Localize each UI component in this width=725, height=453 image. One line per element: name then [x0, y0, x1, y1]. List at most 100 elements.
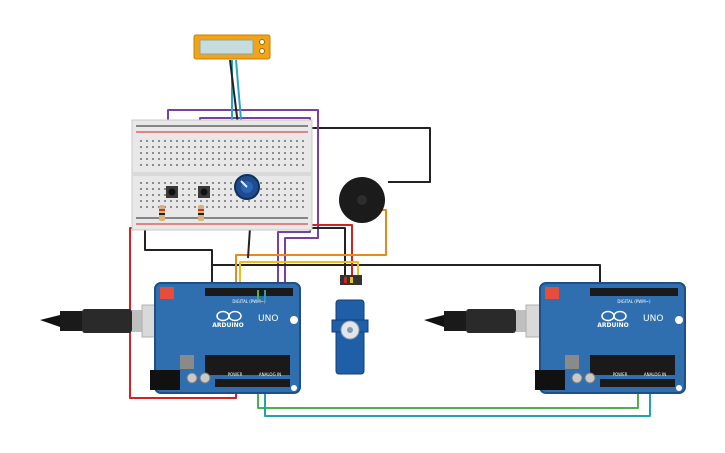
breadboard-hole	[182, 182, 184, 184]
breadboard-hole	[290, 146, 292, 148]
breadboard-hole	[260, 140, 262, 142]
breadboard-hole	[212, 158, 214, 160]
breadboard-hole	[236, 152, 238, 154]
breadboard-hole	[206, 200, 208, 202]
breadboard-hole	[158, 152, 160, 154]
breadboard-hole	[260, 188, 262, 190]
breadboard-hole	[206, 152, 208, 154]
power-label-left: POWER	[228, 372, 243, 377]
breadboard-hole	[206, 146, 208, 148]
breadboard-hole	[188, 140, 190, 142]
breadboard-hole	[278, 206, 280, 208]
digital-label-right: DIGITAL (PWM~)	[617, 299, 651, 304]
breadboard-hole	[218, 140, 220, 142]
breadboard-hole	[290, 152, 292, 154]
breadboard-hole	[170, 152, 172, 154]
lcd-display[interactable]	[193, 34, 271, 60]
breadboard-hole	[218, 206, 220, 208]
breadboard-hole	[152, 206, 154, 208]
breadboard-hole	[218, 182, 220, 184]
breadboard-hole	[296, 152, 298, 154]
breadboard-hole	[152, 164, 154, 166]
breadboard-hole	[200, 200, 202, 202]
breadboard-hole	[224, 146, 226, 148]
wire-yellow-servo[interactable]	[239, 261, 359, 285]
usb-cable-left	[40, 304, 173, 338]
breadboard-hole	[164, 146, 166, 148]
arduino-uno-left[interactable]: DIGITAL (PWM~) ARDUINO UNO POWER ANALOG …	[150, 282, 301, 394]
microcontroller-chip-right	[590, 355, 675, 375]
micro-servo[interactable]	[331, 275, 369, 375]
breadboard-hole	[188, 188, 190, 190]
breadboard-hole	[260, 158, 262, 160]
potentiometer[interactable]	[234, 174, 260, 200]
piezo-buzzer[interactable]	[339, 177, 385, 223]
breadboard-hole	[254, 164, 256, 166]
digital-header-left	[205, 288, 293, 296]
breadboard-hole	[182, 164, 184, 166]
breadboard-hole	[296, 146, 298, 148]
breadboard-hole	[266, 194, 268, 196]
breadboard-hole	[158, 194, 160, 196]
wire-black-right[interactable]	[212, 264, 601, 285]
breadboard-hole	[152, 140, 154, 142]
wire-black-lcd[interactable]	[229, 59, 239, 126]
breadboard-hole	[212, 200, 214, 202]
breadboard-hole	[236, 200, 238, 202]
breadboard-hole	[284, 158, 286, 160]
breadboard-hole	[254, 200, 256, 202]
model-label-right: UNO	[643, 314, 663, 324]
push-buttons[interactable]	[166, 186, 210, 198]
breadboard-hole	[224, 194, 226, 196]
breadboard-hole	[176, 146, 178, 148]
breadboard-hole	[284, 152, 286, 154]
power-analog-header-left	[215, 379, 290, 387]
breadboard-hole	[302, 158, 304, 160]
breadboard-hole	[146, 188, 148, 190]
breadboard-hole	[206, 140, 208, 142]
breadboard-hole	[260, 182, 262, 184]
wire-black-buzzer[interactable]	[300, 127, 431, 183]
breadboard-hole	[176, 152, 178, 154]
breadboard-hole	[152, 182, 154, 184]
breadboard-hole	[164, 140, 166, 142]
breadboard-hole	[140, 194, 142, 196]
breadboard-hole	[296, 182, 298, 184]
breadboard-hole	[278, 152, 280, 154]
digital-header-right	[590, 288, 678, 296]
breadboard-hole	[290, 182, 292, 184]
breadboard-hole	[146, 140, 148, 142]
breadboard-hole	[260, 152, 262, 154]
breadboard-hole	[170, 146, 172, 148]
reset-button-left[interactable]	[160, 287, 174, 299]
brand-label-right: ARDUINO	[597, 322, 628, 329]
breadboard-hole	[218, 146, 220, 148]
resistors	[159, 205, 204, 221]
reset-button-right[interactable]	[545, 287, 559, 299]
breadboard-hole	[176, 140, 178, 142]
breadboard-hole	[194, 206, 196, 208]
breadboard-hole	[302, 194, 304, 196]
breadboard-hole	[230, 182, 232, 184]
breadboard-hole	[266, 158, 268, 160]
analog-label-left: ANALOG IN	[259, 372, 281, 377]
wire-black-servo[interactable]	[300, 227, 346, 275]
breadboard-hole	[242, 200, 244, 202]
power-label-right: POWER	[613, 372, 628, 377]
breadboard-hole	[296, 188, 298, 190]
breadboard-hole	[266, 188, 268, 190]
arduino-uno-right[interactable]: DIGITAL (PWM~) ARDUINO UNO POWER ANALOG …	[535, 282, 686, 394]
breadboard-hole	[206, 164, 208, 166]
breadboard-hole	[254, 146, 256, 148]
wire-black-gnd[interactable]	[144, 222, 213, 285]
breadboard-hole	[152, 194, 154, 196]
breadboard-hole	[158, 158, 160, 160]
arduino-logo-left	[216, 310, 242, 322]
breadboard-hole	[146, 194, 148, 196]
breadboard-hole	[152, 200, 154, 202]
wire-red-servo[interactable]	[305, 224, 353, 275]
breadboard-hole	[272, 146, 274, 148]
breadboard-holes	[140, 140, 304, 208]
breadboard-hole	[158, 200, 160, 202]
breadboard-hole	[260, 200, 262, 202]
